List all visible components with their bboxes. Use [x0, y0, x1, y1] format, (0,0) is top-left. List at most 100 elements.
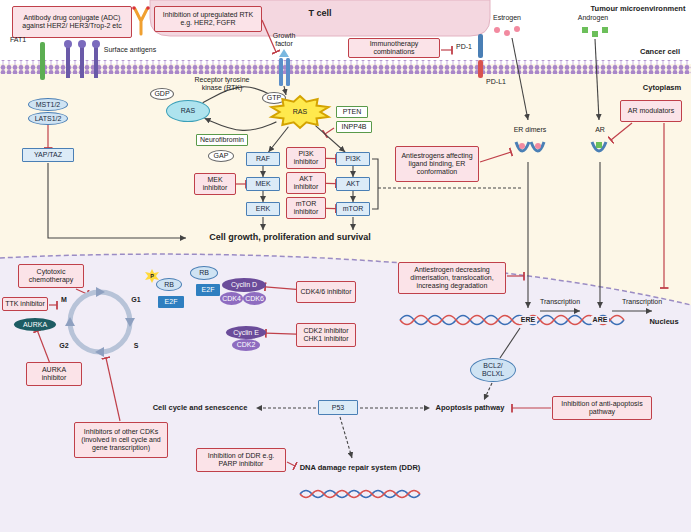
drug-box: AURKA inhibitor	[26, 362, 82, 386]
node-text: MEK inhibitor	[197, 176, 233, 191]
node-text: E2F	[202, 286, 215, 294]
label: Transcription	[622, 298, 662, 306]
fat1-receptor	[40, 42, 45, 80]
node-text: Immunotherapy combinations	[351, 40, 437, 55]
androgen-molecules	[602, 27, 608, 33]
ar-symbol	[592, 142, 606, 151]
node-text: GDP	[154, 90, 169, 98]
pathway-arrows	[372, 159, 378, 209]
node-text: Cyclin D	[231, 281, 257, 289]
dna-helix	[300, 491, 420, 498]
cell-membrane	[0, 60, 691, 74]
growth-factor	[279, 49, 289, 57]
inhibition-connector	[37, 331, 49, 362]
node-text: RB	[199, 269, 209, 277]
label: PD-L1	[486, 78, 506, 86]
node-text: Inhibitors of other CDKs (involved in ce…	[77, 428, 165, 451]
node-text: AKT	[346, 180, 360, 188]
antibody-symbol	[135, 9, 147, 34]
node-text: RB	[164, 281, 174, 289]
node-text: CDK6	[245, 295, 264, 303]
label: P	[150, 273, 154, 279]
node-text: Antiestrogen decreasing dimerisation, tr…	[401, 266, 503, 289]
ar-symbol	[592, 142, 606, 151]
label: Cell cycle and senescence	[153, 404, 248, 412]
pathway-box: YAP/TAZ	[22, 148, 74, 162]
drug-box: AR modulators	[620, 100, 682, 122]
label: FAT1	[10, 36, 26, 44]
cyclin-ellipse: Cyclin D	[222, 278, 266, 292]
label: G2	[59, 342, 68, 350]
cytoplasm-ground	[0, 64, 691, 532]
pathway-arrows	[340, 417, 352, 458]
node-text: P53	[332, 404, 344, 412]
label: Transcription	[540, 298, 580, 306]
node-text: mTOR	[343, 205, 363, 213]
pathway-arrow	[352, 166, 353, 177]
surface-antigens	[80, 44, 84, 78]
protein-ellipse: BCL2/ BCLXL	[470, 358, 516, 382]
microenvironment-ground	[0, 0, 691, 64]
node-text: PTEN	[343, 108, 362, 116]
pathway-box: PI3K	[336, 152, 370, 166]
pathway-arrows	[352, 217, 353, 230]
regulator-box: Neurofibromin	[196, 134, 248, 146]
pathway-arrows	[599, 162, 600, 308]
estrogen-molecules	[514, 26, 520, 32]
pathway-box: mTOR	[336, 202, 370, 216]
rtk-receptor	[279, 58, 290, 86]
drug-box: AKT inhibitor	[286, 172, 326, 194]
pathway-arrow	[262, 191, 263, 202]
label: Nucleus	[649, 318, 678, 326]
pathway-arrows	[612, 310, 652, 311]
label: ER dimers	[514, 126, 547, 134]
drug-box: Inhibition of DDR e.g. PARP inhibitor	[196, 448, 286, 472]
node-text: E2F	[165, 298, 178, 306]
er-dimer-symbol	[516, 142, 544, 151]
protein-ellipse: MST1/2	[28, 98, 68, 111]
inhibition-lines	[106, 358, 120, 421]
inhibition-lines	[49, 304, 57, 305]
cell-cycle-wheel	[96, 287, 105, 297]
pathway-arrows	[512, 38, 528, 120]
node-text: CDK2	[237, 341, 256, 349]
inhibition-connector	[266, 333, 296, 335]
node-text: Antibody drug conjugate (ADC) against HE…	[15, 14, 129, 29]
node-text: MEK	[255, 180, 270, 188]
pdl1-ligand	[478, 60, 483, 78]
microenvironment-ground	[0, 0, 691, 64]
inhibition-lines	[325, 128, 334, 134]
surface-antigens	[78, 40, 86, 48]
drug-box: Inhibition of upregulated RTK e.g. HER2,…	[154, 6, 262, 32]
label: DNA damage repair system (DDR)	[300, 464, 421, 472]
inhibition-lines	[663, 123, 664, 288]
dna-helix	[400, 316, 624, 325]
protein-ellipse: RB	[190, 266, 218, 280]
inhibition-connector	[326, 208, 336, 209]
label: Cytoplasm	[643, 84, 681, 92]
drug-box: Antiestrogens affecting ligand binding, …	[395, 146, 479, 182]
androgen-molecules	[582, 27, 608, 37]
node-text: ERK	[256, 205, 270, 213]
cyclin-ellipse: Cyclin E	[226, 326, 266, 339]
label: Surface antigens	[104, 46, 157, 54]
drug-box: Inhibitors of other CDKs (involved in ce…	[74, 422, 168, 458]
nucleus-ground	[0, 254, 691, 532]
pathway-arrows	[378, 187, 522, 188]
estrogen-molecules	[494, 27, 500, 33]
ar-symbol	[596, 142, 602, 148]
label: Estrogen	[493, 14, 521, 22]
pathway-box: ERK	[246, 202, 280, 216]
node-text: CDK4	[222, 295, 241, 303]
inhibition-lines	[507, 275, 524, 276]
node-text: RAS	[181, 107, 195, 115]
node-text: YAP/TAZ	[34, 151, 62, 159]
drug-box: Immunotherapy combinations	[348, 38, 440, 58]
small-oval: GAP	[208, 150, 234, 162]
pathway-arrows	[500, 328, 520, 358]
label: Androgen	[578, 14, 608, 22]
surface-antigens	[64, 40, 100, 78]
node-text: Inhibition of DDR e.g. PARP inhibitor	[199, 452, 283, 467]
node-text: TTK inhibitor	[5, 300, 45, 308]
label: AR	[595, 126, 605, 134]
